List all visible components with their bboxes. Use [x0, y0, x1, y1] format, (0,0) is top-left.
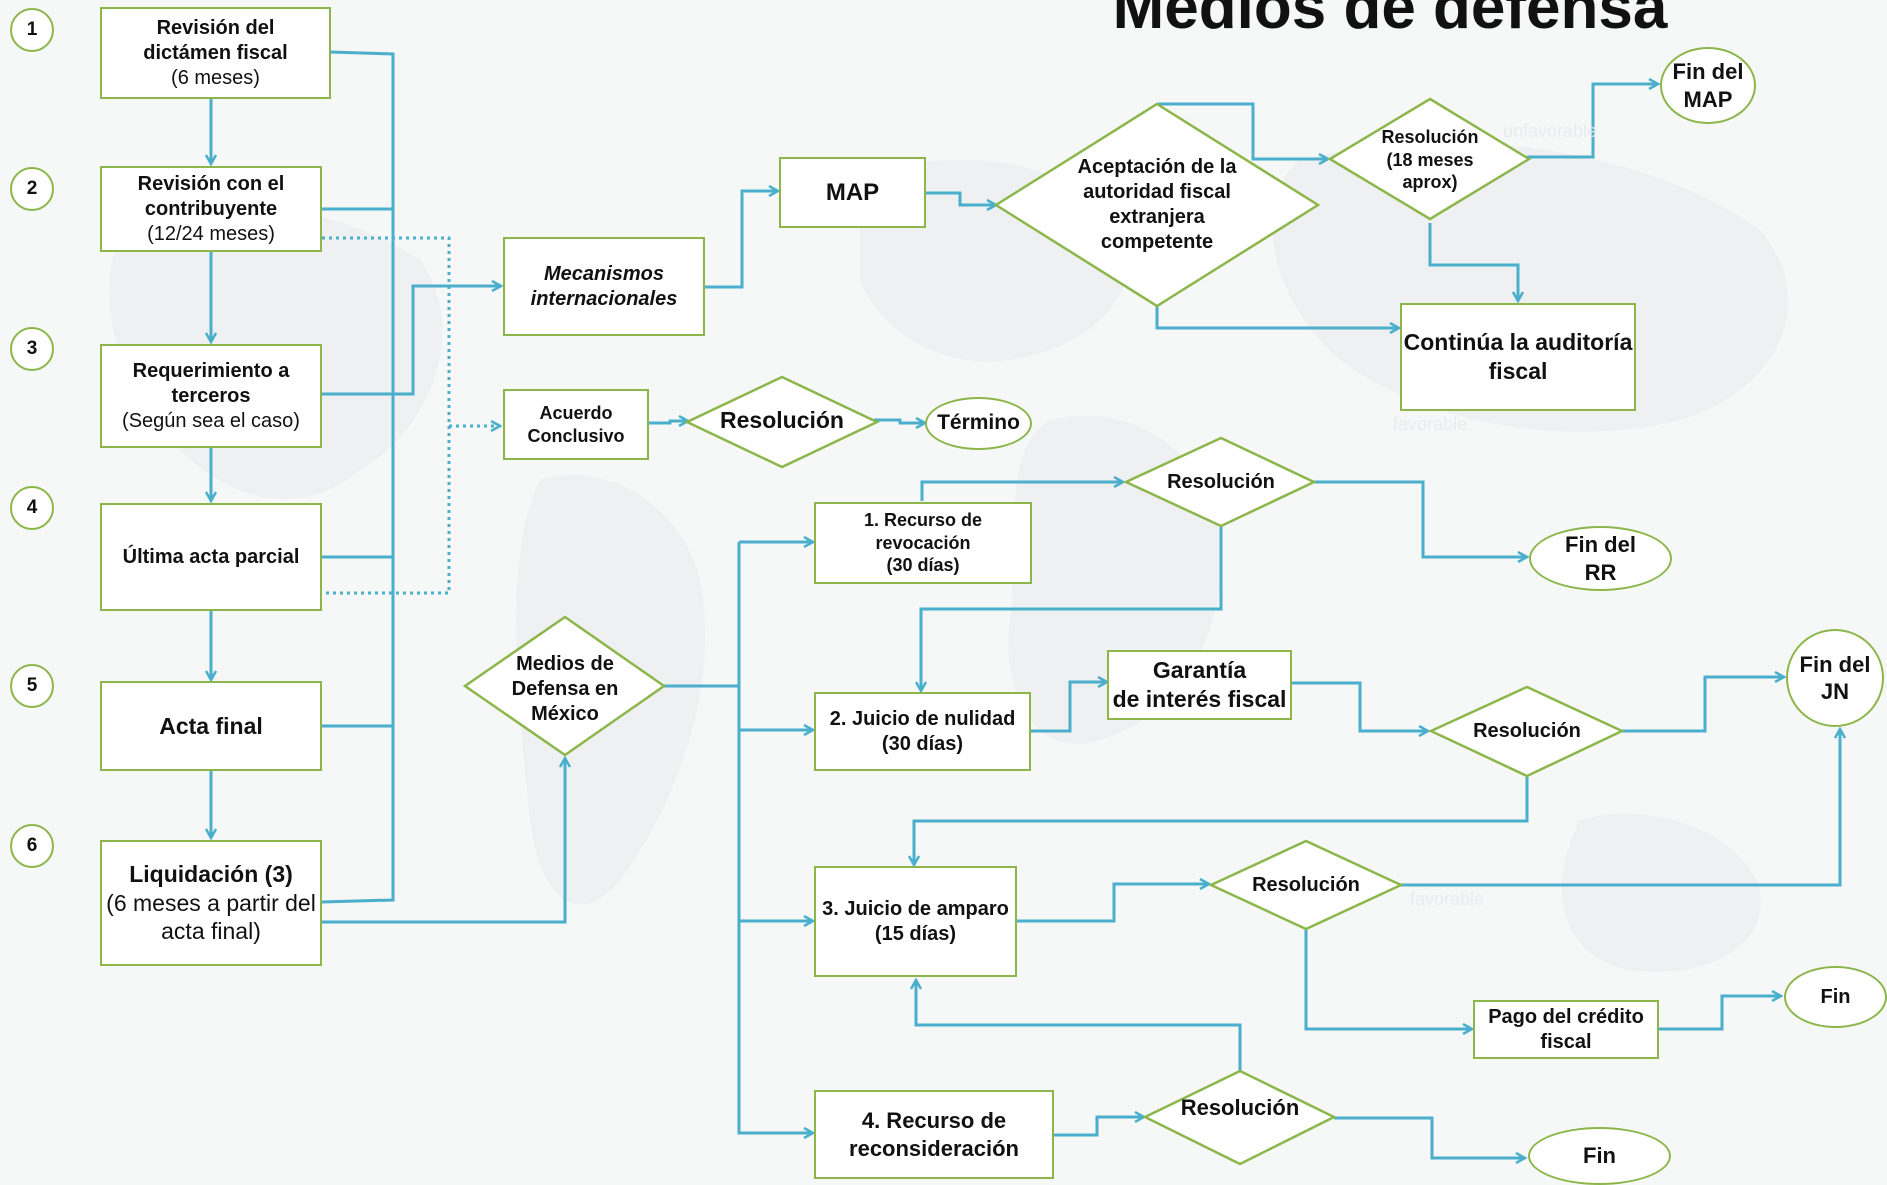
box-liquidacion-line3: acta final): [161, 918, 261, 945]
diamond-medios-mexico: [462, 615, 667, 757]
ellipse-fin-pago: Fin: [1784, 966, 1887, 1028]
diamonds: [462, 97, 1625, 1166]
page-title: Medios de defensa: [1112, 0, 1668, 42]
box-continua-auditoria: Continúa la auditoría fiscal: [1400, 303, 1636, 411]
acuerdo-arrows: [649, 420, 925, 423]
box-requerimiento-terceros-line2: terceros: [171, 384, 251, 407]
ellipse-fin-jn: Fin del JN: [1786, 629, 1884, 727]
box-revision-contribuyente: Revisión con el contribuyente (12/24 mes…: [100, 166, 322, 252]
faint-unfavorable-label: unfavorable: [1503, 121, 1598, 141]
box-revision-dictamen-line1: Revisión del: [156, 16, 275, 39]
ellipse-fin-reconsideracion: Fin: [1528, 1127, 1671, 1185]
left-bus-lines: [318, 50, 565, 924]
box-requerimiento-terceros-line3: (Según sea el caso): [122, 409, 300, 432]
mexico-arrows: [663, 482, 1840, 1158]
box-recurso-revocacion: 1. Recurso de revocación (30 días): [814, 502, 1032, 584]
diamond-resolucion-amparo-label: Resolución: [1252, 873, 1360, 896]
diamond-resolucion-rr: [1123, 436, 1317, 528]
ellipse-fin-map: Fin del MAP: [1660, 47, 1756, 124]
box-revision-dictamen-line3: (6 meses): [171, 66, 260, 89]
box-revision-contribuyente-line1: Revisión con el: [137, 172, 285, 195]
box-juicio-amparo: 3. Juicio de amparo (15 días): [814, 866, 1017, 977]
box-revision-dictamen-line2: dictámen fiscal: [143, 41, 288, 64]
international-arrows: [705, 84, 1658, 328]
box-revision-contribuyente-line2: contribuyente: [144, 197, 278, 220]
box-acuerdo-conclusivo: Acuerdo Conclusivo: [503, 389, 649, 460]
diamond-resolucion-map: [1327, 97, 1532, 221]
box-recurso-reconsideracion: 4. Recurso de reconsideración: [814, 1090, 1054, 1179]
box-liquidacion-line2: (6 meses a partir del: [106, 889, 316, 916]
box-garantia-interes-fiscal: Garantía de interés fiscal: [1107, 650, 1292, 720]
diamond-resolucion-jn-label: Resolución: [1473, 719, 1581, 742]
diamond-medios-mexico-label: Medios de Defensa en México: [511, 652, 619, 725]
ellipse-fin-rr: Fin del RR: [1529, 526, 1672, 591]
box-requerimiento-terceros-line1: Requerimiento a: [132, 359, 290, 382]
diamond-resolucion-reconsideracion-label: Resolución: [1180, 1095, 1300, 1121]
box-mecanismos-internacionales: Mecanismos internacionales: [503, 237, 705, 336]
box-map: MAP: [779, 157, 926, 228]
dotted-connector: [322, 236, 500, 595]
diamond-resolucion-amparo: [1208, 839, 1404, 931]
step-2-badge: 2: [10, 167, 54, 211]
diamond-resolucion-acuerdo-label: Resolución: [720, 406, 844, 433]
box-requerimiento-terceros: Requerimiento a terceros (Según sea el c…: [100, 344, 322, 448]
ellipse-termino: Término: [925, 397, 1032, 450]
step-6-badge: 6: [10, 824, 54, 868]
box-ultima-acta-parcial: Última acta parcial: [100, 503, 322, 611]
box-acta-final: Acta final: [100, 681, 322, 771]
diamond-resolucion-rr-label: Resolución: [1167, 470, 1275, 493]
step-5-badge: 5: [10, 664, 54, 708]
box-pago-credito-fiscal: Pago del crédito fiscal: [1473, 1000, 1659, 1059]
box-revision-dictamen: Revisión del dictámen fiscal (6 meses): [100, 7, 331, 99]
box-revision-contribuyente-line3: (12/24 meses): [147, 222, 275, 245]
box-juicio-nulidad: 2. Juicio de nulidad (30 días): [814, 692, 1031, 771]
step-4-badge: 4: [10, 486, 54, 530]
diamond-resolucion-jn: [1428, 685, 1625, 778]
diamond-resolucion-map-label: Resolución (18 meses aprox): [1381, 127, 1479, 193]
step-3-badge: 3: [10, 327, 54, 371]
step-1-badge: 1: [10, 8, 54, 52]
diamond-aceptacion: [993, 102, 1321, 308]
diamond-resolucion-acuerdo: [684, 375, 880, 469]
box-liquidacion: Liquidación (3) (6 meses a partir del ac…: [100, 840, 322, 966]
box-liquidacion-line1: Liquidación (3): [129, 860, 293, 887]
faint-favorable-label: favorable: [1393, 414, 1468, 434]
diamond-aceptacion-label: Aceptación de la autoridad fiscal extran…: [1077, 156, 1237, 253]
faint-favorable-label-2: favorable: [1410, 889, 1485, 909]
diamond-resolucion-reconsideracion: [1142, 1069, 1337, 1166]
